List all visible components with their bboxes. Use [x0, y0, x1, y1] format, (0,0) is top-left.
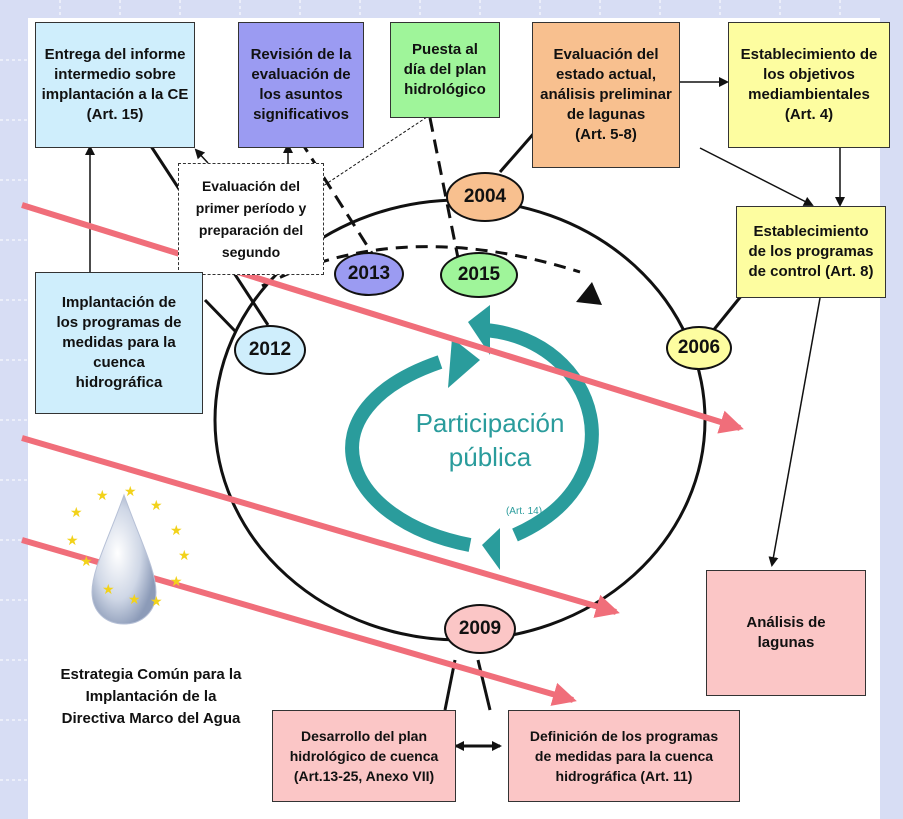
teal-arc-right [484, 323, 599, 542]
triangle-arrowhead-icon [576, 282, 602, 305]
participacion-article: (Art. 14) [505, 506, 543, 517]
box-programas-control: Establecimiento de los programas de cont… [736, 206, 886, 298]
arrow-evaluacion-entrega [194, 148, 209, 164]
svg-text:★: ★ [124, 484, 137, 500]
svg-text:★: ★ [80, 554, 93, 570]
box-definicion-programas: Definición de los programas de medidas p… [508, 710, 740, 802]
year-2015: 2015 [440, 252, 518, 298]
arrow-control-analisis [768, 297, 821, 567]
strategy-caption: Estrategia Común para la Implantación de… [60, 666, 242, 727]
box-evaluacion-periodo: Evaluación del primer período y preparac… [178, 163, 324, 275]
svg-text:★: ★ [96, 488, 109, 504]
box-entrega-informe: Entrega del informe intermedio sobre imp… [35, 22, 195, 148]
year-2004: 2004 [446, 172, 524, 222]
svg-text:★: ★ [150, 498, 163, 514]
participacion-publica-title: Participación pública [415, 408, 565, 472]
arrow-estado-control [699, 147, 814, 206]
box-desarrollo-plan: Desarrollo del plan hidrológico de cuenc… [272, 710, 456, 802]
dashed-connectors [298, 117, 460, 259]
box-implantacion: Implantación de los programas de medidas… [35, 272, 203, 414]
box-revision-asuntos: Revisión de la evaluación de los asuntos… [238, 22, 364, 148]
left-band [0, 0, 28, 819]
year-2006: 2006 [666, 326, 732, 370]
top-band [0, 0, 903, 18]
year-2013: 2013 [334, 252, 404, 296]
box-objetivos: Establecimiento de los objetivos mediamb… [728, 22, 890, 148]
eu-water-drop-logo: ★★★ ★★★ ★★★ ★★★ [66, 484, 191, 625]
svg-text:★: ★ [70, 505, 83, 521]
svg-text:★: ★ [150, 594, 163, 610]
right-band [880, 0, 903, 819]
participation-cycle [345, 305, 599, 570]
svg-text:★: ★ [128, 592, 141, 608]
teal-arc-left [345, 355, 472, 552]
box-analisis-lagunas: Análisis de lagunas [706, 570, 866, 696]
svg-text:★: ★ [170, 523, 183, 539]
band-grid [0, 0, 841, 781]
dotted-connectors [319, 114, 431, 189]
svg-text:★: ★ [102, 582, 115, 598]
year-2012: 2012 [234, 325, 306, 375]
svg-text:★: ★ [178, 548, 191, 564]
box-puesta-al-dia: Puesta al día del plan hidrológico [390, 22, 500, 118]
box-evaluacion-estado: Evaluación del estado actual, análisis p… [532, 22, 680, 168]
svg-text:★: ★ [170, 574, 183, 590]
svg-text:★: ★ [66, 533, 79, 549]
year-2009: 2009 [444, 604, 516, 654]
